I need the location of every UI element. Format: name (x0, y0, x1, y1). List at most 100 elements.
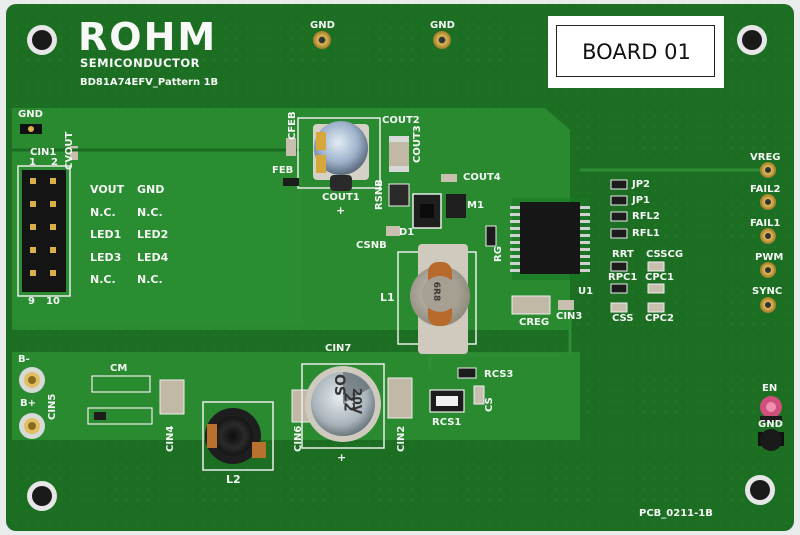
cvout-cap (70, 146, 78, 160)
silk-cm: CM (110, 363, 128, 374)
silk-csnb: CSNB (356, 240, 387, 251)
silk-creg: CREG (519, 317, 550, 328)
silk-rrt: RRT (612, 249, 634, 260)
silk-l1: L1 (380, 291, 395, 304)
silk-pin-9: 9 (28, 296, 35, 307)
pin-label-vout: VOUT (90, 183, 125, 196)
l2-inductor (202, 401, 274, 471)
gnd-jumper (20, 124, 42, 134)
m1-mosfet (446, 194, 466, 218)
semiconductor-label: SEMICONDUCTOR (80, 56, 201, 70)
silk-gnd-a: GND (310, 20, 335, 31)
config-resistors (610, 179, 665, 313)
board-label-frame: BOARD 01 (556, 25, 715, 77)
trace-rcs (428, 353, 560, 370)
silk-pin-2: 2 (51, 157, 58, 168)
silk-cs: CS (484, 397, 495, 412)
cin7-capacitor (301, 363, 385, 449)
silk-cin4: CIN4 (165, 425, 176, 452)
pad-label-en: EN (762, 383, 778, 394)
l1-inductor (397, 244, 477, 354)
pad-label-sync: SYNC (752, 286, 783, 297)
l1-marking: 6R8 (431, 281, 442, 302)
pin-label-nc-2: N.C. (137, 206, 163, 219)
silk-cin3: CIN3 (556, 311, 583, 322)
battery-terminals (19, 367, 45, 439)
cin5-outline (87, 407, 153, 425)
silk-pin-1: 1 (29, 157, 36, 168)
gnd-test-pads (313, 31, 451, 49)
cm-outline (91, 375, 151, 393)
silk-plus-cin: + (337, 451, 347, 464)
silk-cpc2: CPC2 (645, 313, 674, 324)
silk-jp2: JP2 (632, 179, 651, 190)
silk-rfl2: RFL2 (632, 211, 660, 222)
cfeb-cap (286, 138, 296, 156)
silk-csscg: CSSCG (646, 249, 684, 260)
silk-cin6: CIN6 (293, 425, 304, 452)
pin-label-gnd: GND (137, 183, 165, 196)
silk-u1: U1 (578, 286, 594, 297)
silk-cout3: COUT3 (412, 125, 423, 163)
u1-controller-ic (510, 198, 590, 280)
silk-gnd-b: GND (430, 20, 455, 31)
silk-cout2: COUT2 (382, 115, 420, 126)
pad-label-vreg: VREG (750, 152, 781, 163)
en-gnd-posts (758, 396, 784, 451)
silk-jp1: JP1 (632, 195, 651, 206)
cin3-cap (558, 300, 574, 310)
silk-cfeb: CFEB (287, 111, 298, 140)
silk-cin2: CIN2 (396, 425, 407, 452)
pin-label-led2: LED2 (137, 228, 169, 241)
silk-feb: FEB (272, 165, 294, 176)
silk-css: CSS (612, 313, 634, 324)
cin4-cap (159, 379, 185, 415)
board-label-card: BOARD 01 (548, 16, 724, 88)
pad-label-fail2: FAIL2 (750, 184, 781, 195)
rohm-logo: ROHM (78, 15, 218, 59)
rg-resistor (485, 225, 497, 247)
silk-cout4: COUT4 (463, 172, 501, 183)
silk-rcs1: RCS1 (432, 417, 462, 428)
signal-test-pads (760, 162, 776, 313)
board-label-text: BOARD 01 (582, 40, 691, 64)
cin2-cap (387, 377, 413, 419)
mounting-holes (27, 25, 775, 511)
pin-label-led4: LED4 (137, 251, 169, 264)
silk-pin-10: 10 (46, 296, 60, 307)
pad-label-gnd-en: GND (758, 419, 783, 430)
pin-header (17, 165, 71, 297)
cout4-cap (441, 174, 457, 182)
pin-label-nc-1: N.C. (90, 206, 116, 219)
silk-rpc1: RPC1 (608, 272, 638, 283)
cin7-voltage-marking: 20V (350, 388, 364, 414)
rcs3-resistor (457, 367, 477, 379)
silk-l2: L2 (226, 473, 241, 486)
csnb-cap (386, 226, 400, 236)
rsnb-resistor (388, 183, 410, 207)
creg-cap (511, 295, 551, 315)
silk-rsnb: RSNB (374, 179, 385, 210)
silk-rfl1: RFL1 (632, 228, 660, 239)
silk-rcs3: RCS3 (484, 369, 514, 380)
silk-cin5: CIN5 (47, 393, 58, 420)
pin-label-led1: LED1 (90, 228, 122, 241)
silk-m1: M1 (467, 200, 484, 211)
silk-cin1-header: CIN1 (30, 147, 57, 158)
pin-label-led3: LED3 (90, 251, 122, 264)
silk-cpc1: CPC1 (645, 272, 674, 283)
silk-cout1: COUT1 (322, 192, 360, 203)
silk-gnd-left: GND (18, 109, 43, 120)
silk-rg: RG (493, 246, 504, 262)
silk-d1: D1 (399, 227, 415, 238)
pad-label-b-minus: B- (18, 354, 30, 365)
pad-label-b-plus: B+ (20, 398, 37, 409)
silk-cin7: CIN7 (325, 343, 352, 354)
pin-label-nc-4: N.C. (137, 273, 163, 286)
cs-cap (473, 385, 485, 405)
pad-label-fail1: FAIL1 (750, 218, 781, 229)
feb-resistor (283, 178, 299, 186)
cout1-capacitor (297, 117, 381, 191)
